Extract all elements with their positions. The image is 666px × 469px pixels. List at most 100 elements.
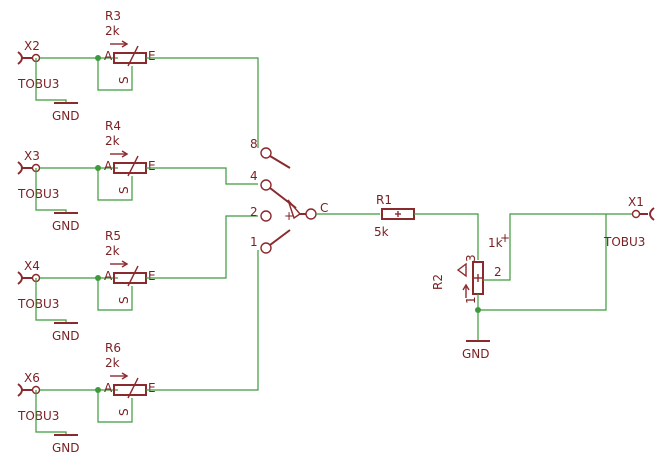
gnd-symbol: GND bbox=[52, 212, 80, 233]
pin-e-label: E bbox=[148, 269, 156, 283]
switch-pin-8-label: 8 bbox=[250, 137, 258, 151]
trimmer-r3-name: R3 bbox=[105, 9, 121, 23]
switch-actuator-icon bbox=[287, 199, 302, 220]
wire bbox=[35, 278, 67, 323]
resistor-r1-name: R1 bbox=[376, 193, 392, 207]
wire bbox=[35, 58, 67, 103]
gnd-label: GND bbox=[52, 219, 80, 233]
connector-x1-type: TOBU3 bbox=[603, 235, 645, 249]
connector-x1[interactable]: X1 TOBU3 bbox=[603, 195, 655, 249]
trimmer-r4-value: 2k bbox=[105, 134, 120, 148]
connector-x3-name: X3 bbox=[24, 149, 40, 163]
trimmer-r3[interactable]: R3 2k A E S bbox=[104, 9, 156, 84]
wire bbox=[97, 278, 133, 311]
potentiometer-arrow-icon bbox=[456, 262, 467, 278]
wire bbox=[97, 168, 133, 201]
rotary-switch[interactable]: 8 4 2 1 + C bbox=[250, 137, 328, 254]
wire bbox=[146, 215, 258, 279]
channel-x3-r4: X3 TOBU3 GND R4 2k A E S bbox=[17, 119, 258, 233]
pin-s-label: S bbox=[117, 296, 131, 304]
trimmer-r3-wiper bbox=[127, 45, 139, 67]
trimmer-r6-value: 2k bbox=[105, 356, 120, 370]
connector-x2[interactable]: X2 TOBU3 bbox=[17, 39, 59, 91]
trimmer-r6-name: R6 bbox=[105, 341, 121, 355]
wire bbox=[146, 250, 259, 391]
wire bbox=[146, 57, 259, 148]
pin-e-label: E bbox=[148, 159, 156, 173]
resistor-r1-value: 5k bbox=[374, 225, 389, 239]
trimmer-r5[interactable]: R5 2k A E S bbox=[104, 229, 156, 304]
pin-e-label: E bbox=[148, 49, 156, 63]
potentiometer-r2-name: R2 bbox=[431, 274, 445, 290]
gnd-symbol-r2: GND bbox=[462, 340, 490, 361]
connector-x6-symbol bbox=[17, 383, 23, 397]
gnd-label: GND bbox=[52, 329, 80, 343]
wire bbox=[97, 58, 133, 91]
gnd-symbol: GND bbox=[52, 434, 80, 455]
trimmer-r5-wiper bbox=[127, 265, 139, 287]
trimmer-r6[interactable]: R6 2k A E S bbox=[104, 341, 156, 416]
switch-common-contact bbox=[305, 208, 317, 220]
pin-s-label: S bbox=[117, 76, 131, 84]
trimmer-r4-wiper bbox=[127, 155, 139, 177]
switch-contact-4 bbox=[260, 179, 272, 191]
resistor-r1[interactable]: R1 5k bbox=[316, 193, 479, 260]
switch-pin-2-label: 2 bbox=[250, 205, 258, 219]
channel-x4-r5: X4 TOBU3 GND R5 2k A E S bbox=[17, 215, 258, 343]
gnd-symbol: GND bbox=[52, 322, 80, 343]
channel-x2-r3: X2 TOBU3 GND R3 2k A E S bbox=[17, 9, 259, 148]
connector-x6[interactable]: X6 TOBU3 bbox=[17, 371, 59, 423]
wire bbox=[35, 168, 67, 213]
switch-contact-1 bbox=[260, 242, 272, 254]
connector-x2-name: X2 bbox=[24, 39, 40, 53]
trimmer-r5-name: R5 bbox=[105, 229, 121, 243]
connector-x3-type: TOBU3 bbox=[17, 187, 59, 201]
switch-plus-sign: + bbox=[284, 209, 294, 223]
gnd-label: GND bbox=[52, 109, 80, 123]
wire bbox=[146, 167, 258, 185]
pin-a-label: A bbox=[104, 49, 113, 63]
wire bbox=[478, 214, 607, 311]
connector-x4-symbol bbox=[17, 271, 23, 285]
wire bbox=[35, 390, 67, 435]
pin-e-label: E bbox=[148, 381, 156, 395]
switch-pin-c-label: C bbox=[320, 201, 328, 215]
wire bbox=[483, 213, 632, 281]
trimmer-r5-value: 2k bbox=[105, 244, 120, 258]
gnd-label: GND bbox=[52, 441, 80, 455]
connector-x1-pin bbox=[631, 209, 641, 219]
connector-x4-name: X4 bbox=[24, 259, 40, 273]
wire bbox=[414, 213, 479, 260]
trimmer-r4-name: R4 bbox=[105, 119, 121, 133]
gnd-symbol: GND bbox=[52, 102, 80, 123]
connector-x6-name: X6 bbox=[24, 371, 40, 385]
potentiometer-r2[interactable]: R2 1 3 2 1k + bbox=[431, 213, 632, 340]
switch-contact-2 bbox=[260, 210, 272, 222]
potentiometer-r2-value: 1k bbox=[488, 236, 503, 250]
connector-x3-symbol bbox=[17, 161, 23, 175]
trimmer-r4[interactable]: R4 2k A E S bbox=[104, 119, 156, 194]
pin-a-label: A bbox=[104, 159, 113, 173]
connector-x2-type: TOBU3 bbox=[17, 77, 59, 91]
connector-x4[interactable]: X4 TOBU3 bbox=[17, 259, 59, 311]
switch-pin-4-label: 4 bbox=[250, 169, 258, 183]
pin-s-label: S bbox=[117, 408, 131, 416]
pin-a-label: A bbox=[104, 381, 113, 395]
potentiometer-plus-sign: + bbox=[500, 231, 510, 245]
connector-x2-symbol bbox=[17, 51, 23, 65]
pin-s-label: S bbox=[117, 186, 131, 194]
potentiometer-pin-2-label: 2 bbox=[494, 265, 502, 279]
trimmer-r3-value: 2k bbox=[105, 24, 120, 38]
pin-a-label: A bbox=[104, 269, 113, 283]
connector-x3[interactable]: X3 TOBU3 bbox=[17, 149, 59, 201]
connector-x1-name: X1 bbox=[628, 195, 644, 209]
switch-contact-8 bbox=[260, 147, 272, 159]
wire bbox=[97, 390, 133, 423]
connector-x1-symbol bbox=[649, 207, 655, 221]
switch-pin-1-label: 1 bbox=[250, 235, 258, 249]
connector-x6-type: TOBU3 bbox=[17, 409, 59, 423]
connector-x4-type: TOBU3 bbox=[17, 297, 59, 311]
potentiometer-pin-1-label: 1 bbox=[464, 296, 478, 304]
channel-x6-r6: X6 TOBU3 GND R6 2k A E S bbox=[17, 250, 259, 455]
